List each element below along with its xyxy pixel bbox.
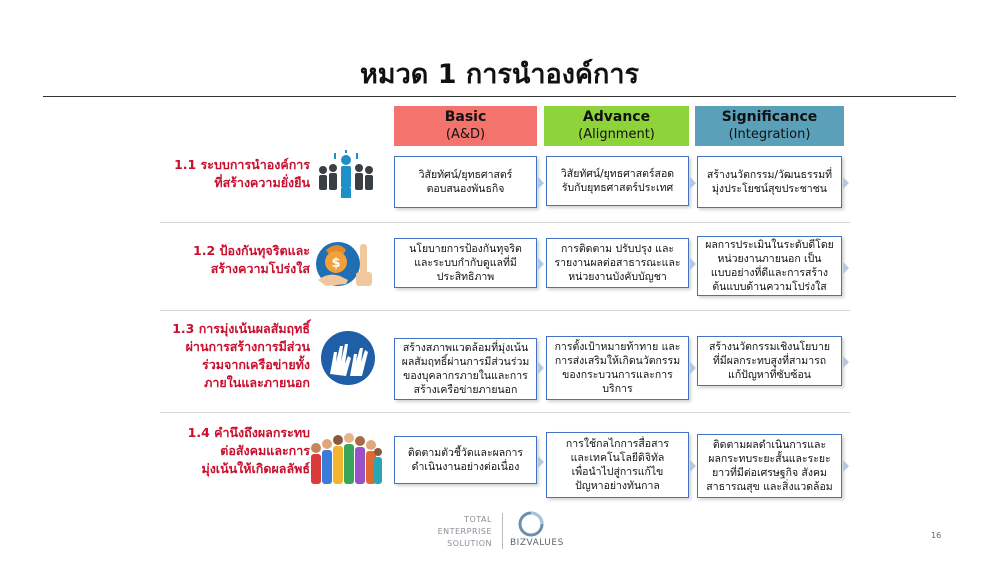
arrow-right-icon	[538, 362, 544, 374]
column-header-title: Advance	[582, 109, 651, 125]
cell-1-1-significance: สร้างนวัตกรรม/วัฒนธรรมที่มุ่งประโยชน์สุข…	[697, 156, 842, 208]
cell-1-1-advance: วิสัยทัศน์/ยุทธศาสตร์สอดรับกับยุทธศาสตร์…	[546, 156, 689, 206]
cell-1-3-significance: สร้างนวัตกรรมเชิงนโยบายที่มีผลกระทบสูงที…	[697, 336, 842, 386]
footer-tagline: TOTAL ENTERPRISE SOLUTION	[426, 514, 492, 550]
column-header-subtitle: (Alignment)	[578, 127, 655, 142]
arrow-right-icon	[690, 177, 696, 189]
arrow-right-icon	[690, 460, 696, 472]
cell-1-4-basic: ติดตามตัวชี้วัดและผลการดำเนินงานอย่างต่อ…	[394, 436, 537, 484]
column-header-title: Basic	[444, 109, 487, 125]
column-header-subtitle: (Integration)	[728, 127, 811, 142]
arrow-right-icon	[690, 258, 696, 270]
column-header-subtitle: (A&D)	[445, 127, 486, 142]
row-divider	[160, 310, 850, 311]
row-divider	[160, 412, 850, 413]
title-divider	[43, 96, 956, 97]
money-refuse-icon: $	[316, 236, 376, 292]
footer-separator	[502, 513, 503, 549]
arrow-right-icon	[690, 362, 696, 374]
row-label-1-4: 1.4 คำนึงถึงผลกระทบต่อสังคมและการมุ่งเน้…	[187, 425, 310, 476]
arrow-right-icon	[843, 460, 849, 472]
svg-text:$: $	[331, 256, 340, 271]
page-title: หมวด 1 การนำองค์การ	[360, 59, 639, 90]
cell-1-2-significance: ผลการประเมินในระดับดีโดยหน่วยงานภายนอก เ…	[697, 236, 842, 296]
people-leader-icon	[316, 150, 376, 206]
page-number: 16	[931, 531, 942, 540]
footer-tagline-line: ENTERPRISE	[437, 527, 492, 536]
cell-1-4-significance: ติดตามผลดำเนินการและผลกระทบระยะสั้นและระ…	[697, 434, 842, 498]
footer-brand: BIZVALUES	[510, 538, 564, 548]
bizvalues-logo-icon	[518, 511, 544, 537]
row-label-1-1: 1.1 ระบบการนำองค์การที่สร้างความยั่งยืน	[174, 157, 310, 190]
cell-1-3-basic: สร้างสภาพแวดล้อมที่มุ่งเน้นผลสัมฤทธิ์ผ่า…	[394, 338, 537, 400]
column-header-significance: Significance (Integration)	[695, 106, 844, 146]
arrow-right-icon	[843, 356, 849, 368]
column-header-basic: Basic (A&D)	[394, 106, 537, 146]
column-header-title: Significance	[721, 109, 818, 125]
cell-1-1-basic: วิสัยทัศน์/ยุทธศาสตร์ตอบสนองพันธกิจ	[394, 156, 537, 208]
arrow-right-icon	[538, 258, 544, 270]
row-label-1-2: 1.2 ป้องกันทุจริตและสร้างความโปร่งใส	[193, 243, 310, 276]
cell-1-4-advance: การใช้กลไกการสื่อสารและเทคโนโลยีดิจิทัลเ…	[546, 432, 689, 498]
cell-1-2-advance: การติดตาม ปรับปรุง และรายงานผลต่อสาธารณะ…	[546, 238, 689, 288]
cell-1-3-advance: การตั้งเป้าหมายท้าทาย และการส่งเสริมให้เ…	[546, 336, 689, 400]
crowd-icon	[310, 430, 382, 486]
arrow-right-icon	[538, 177, 544, 189]
row-label-1-3: 1.3 การมุ่งเน้นผลสัมฤทธิ์ผ่านการสร้างการ…	[172, 321, 310, 390]
footer-tagline-line: SOLUTION	[447, 539, 492, 548]
cell-1-2-basic: นโยบายการป้องกันทุจริตและระบบกำกับดูแลที…	[394, 238, 537, 288]
arrow-right-icon	[538, 456, 544, 468]
row-divider	[160, 222, 850, 223]
footer-tagline-line: TOTAL	[464, 515, 492, 524]
arrow-right-icon	[843, 177, 849, 189]
column-header-advance: Advance (Alignment)	[544, 106, 689, 146]
arrow-right-icon	[843, 262, 849, 274]
raised-hands-icon	[318, 330, 378, 386]
